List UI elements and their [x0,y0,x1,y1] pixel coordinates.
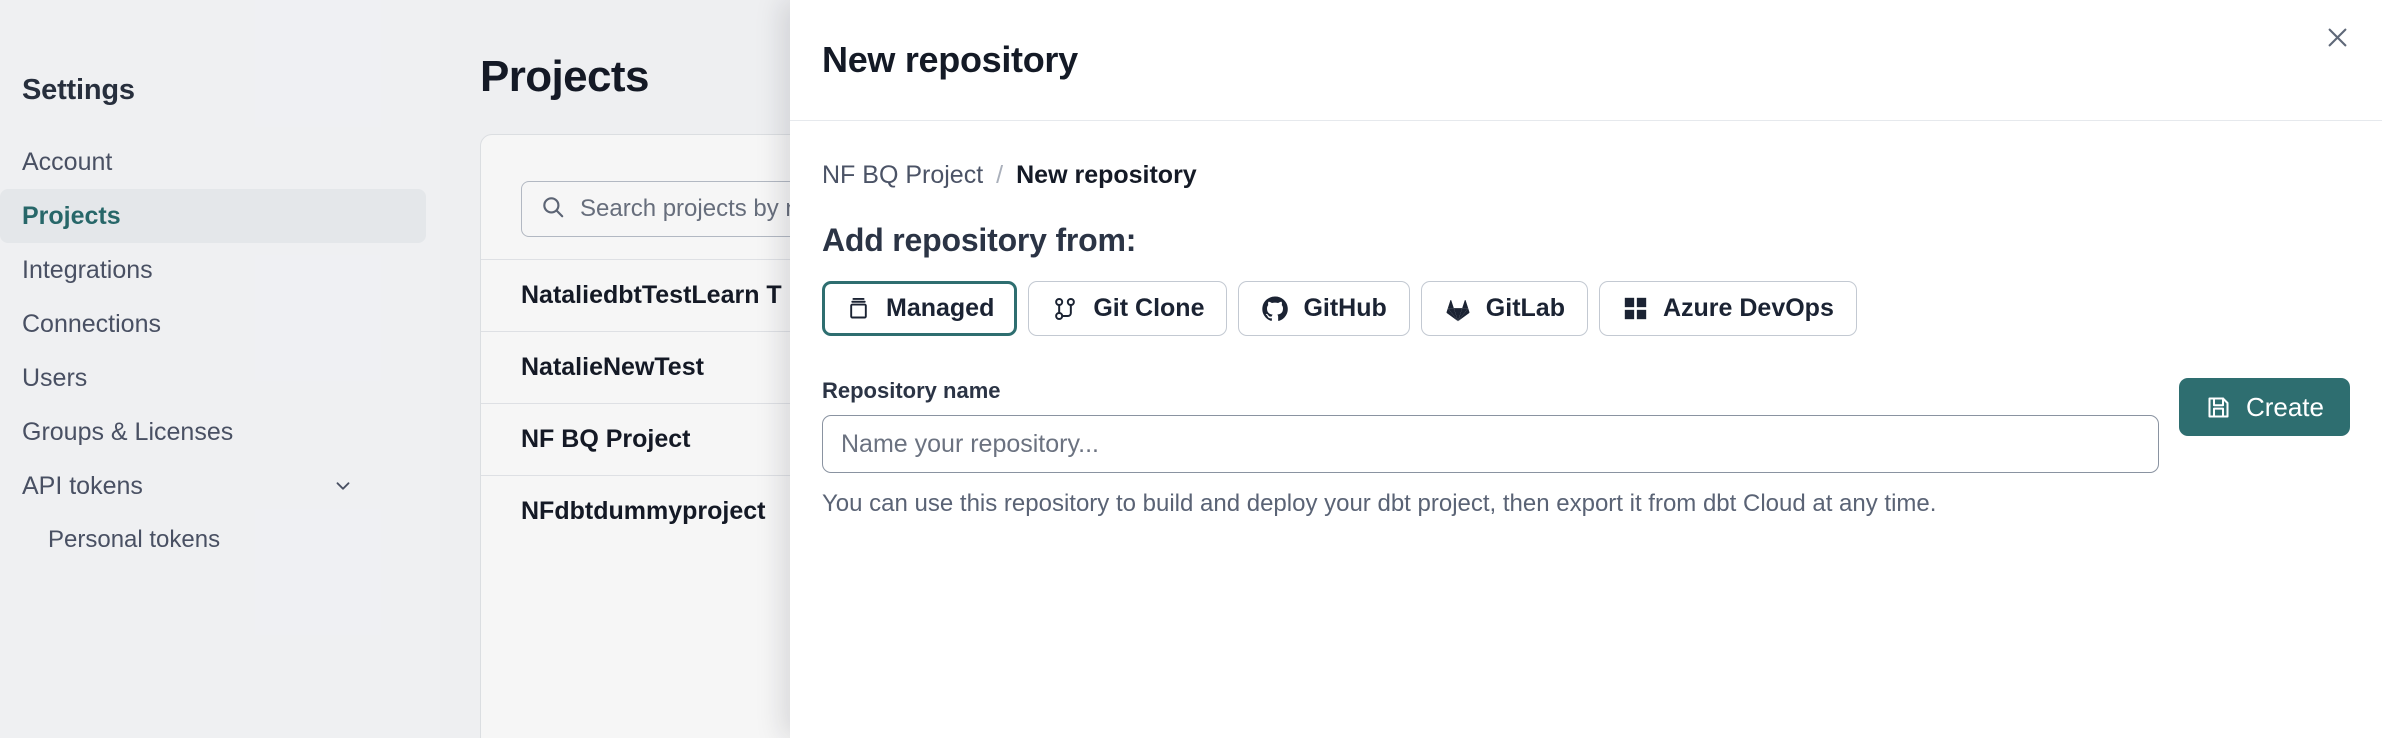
breadcrumb-current: New repository [1016,161,1197,189]
new-repository-drawer: New repository NF BQ Project / New repos… [790,0,2382,738]
sidebar-item-label: Users [22,363,88,392]
drawer-title: New repository [822,39,1078,80]
gitlab-icon [1444,295,1472,323]
drawer-header: New repository [790,0,2382,121]
source-button-managed[interactable]: Managed [822,281,1018,336]
project-name: NF BQ Project [521,425,691,453]
sidebar-item-label: Connections [22,309,161,338]
source-button-label: GitLab [1485,294,1565,322]
repository-source-options: Managed Git Clone GitHub GitLab Azure DevOps [822,281,2350,336]
sidebar-title: Settings [22,74,135,106]
repository-name-label: Repository name [822,378,1001,403]
source-button-label: Managed [886,294,995,322]
sidebar-item-users[interactable]: Users [0,351,426,405]
drawer-body: NF BQ Project / New repository Add repos… [790,121,2382,518]
sidebar-item-integrations[interactable]: Integrations [0,243,426,297]
sidebar-item-label: Account [22,147,113,176]
source-button-label: Azure DevOps [1662,294,1834,322]
close-icon [2324,24,2351,54]
chevron-down-icon[interactable] [332,475,354,497]
repository-name-row: Repository name You can use this reposit… [822,378,2350,518]
add-repository-from-heading: Add repository from: [822,222,1137,258]
source-button-label: GitHub [1303,294,1387,322]
source-button-git-clone[interactable]: Git Clone [1028,281,1228,336]
create-button-label: Create [2245,391,2324,422]
source-button-gitlab[interactable]: GitLab [1420,281,1588,336]
sidebar-item-account[interactable]: Account [0,135,426,189]
sidebar-item-label: Personal tokens [48,526,221,553]
project-name: NatalieNewTest [521,353,704,381]
sidebar-item-label: Integrations [22,255,153,284]
close-button[interactable] [2314,16,2360,62]
search-icon [540,194,566,225]
managed-stack-icon [845,295,872,322]
sidebar-item-api-tokens[interactable]: API tokens [0,459,426,513]
sidebar-item-label: Groups & Licenses [22,417,234,446]
project-name: NataliedbtTestLearn T [521,281,782,309]
github-icon [1261,295,1289,323]
sidebar-item-projects[interactable]: Projects [0,189,426,243]
source-button-github[interactable]: GitHub [1238,281,1410,336]
sidebar-item-label: API tokens [22,471,143,500]
repository-help-text: You can use this repository to build and… [822,490,1937,517]
breadcrumb: NF BQ Project / New repository [822,161,2350,190]
repository-name-input[interactable] [822,415,2159,473]
sidebar-item-connections[interactable]: Connections [0,297,426,351]
project-name: NFdbtdummyproject [521,497,766,525]
source-button-azure-devops[interactable]: Azure DevOps [1598,281,1857,336]
repository-name-group: Repository name You can use this reposit… [822,378,2159,518]
page-title: Projects [480,52,649,101]
sidebar-item-label: Projects [22,201,121,230]
git-branch-icon [1051,295,1079,323]
sidebar-item-groups-licenses[interactable]: Groups & Licenses [0,405,426,459]
azure-devops-icon [1622,295,1649,322]
create-button[interactable]: Create [2178,378,2350,436]
breadcrumb-separator: / [996,161,1004,189]
save-floppy-icon [2205,394,2232,421]
sidebar-item-personal-tokens[interactable]: Personal tokens [0,513,426,567]
breadcrumb-parent-link[interactable]: NF BQ Project [822,161,984,189]
source-button-label: Git Clone [1093,294,1205,322]
